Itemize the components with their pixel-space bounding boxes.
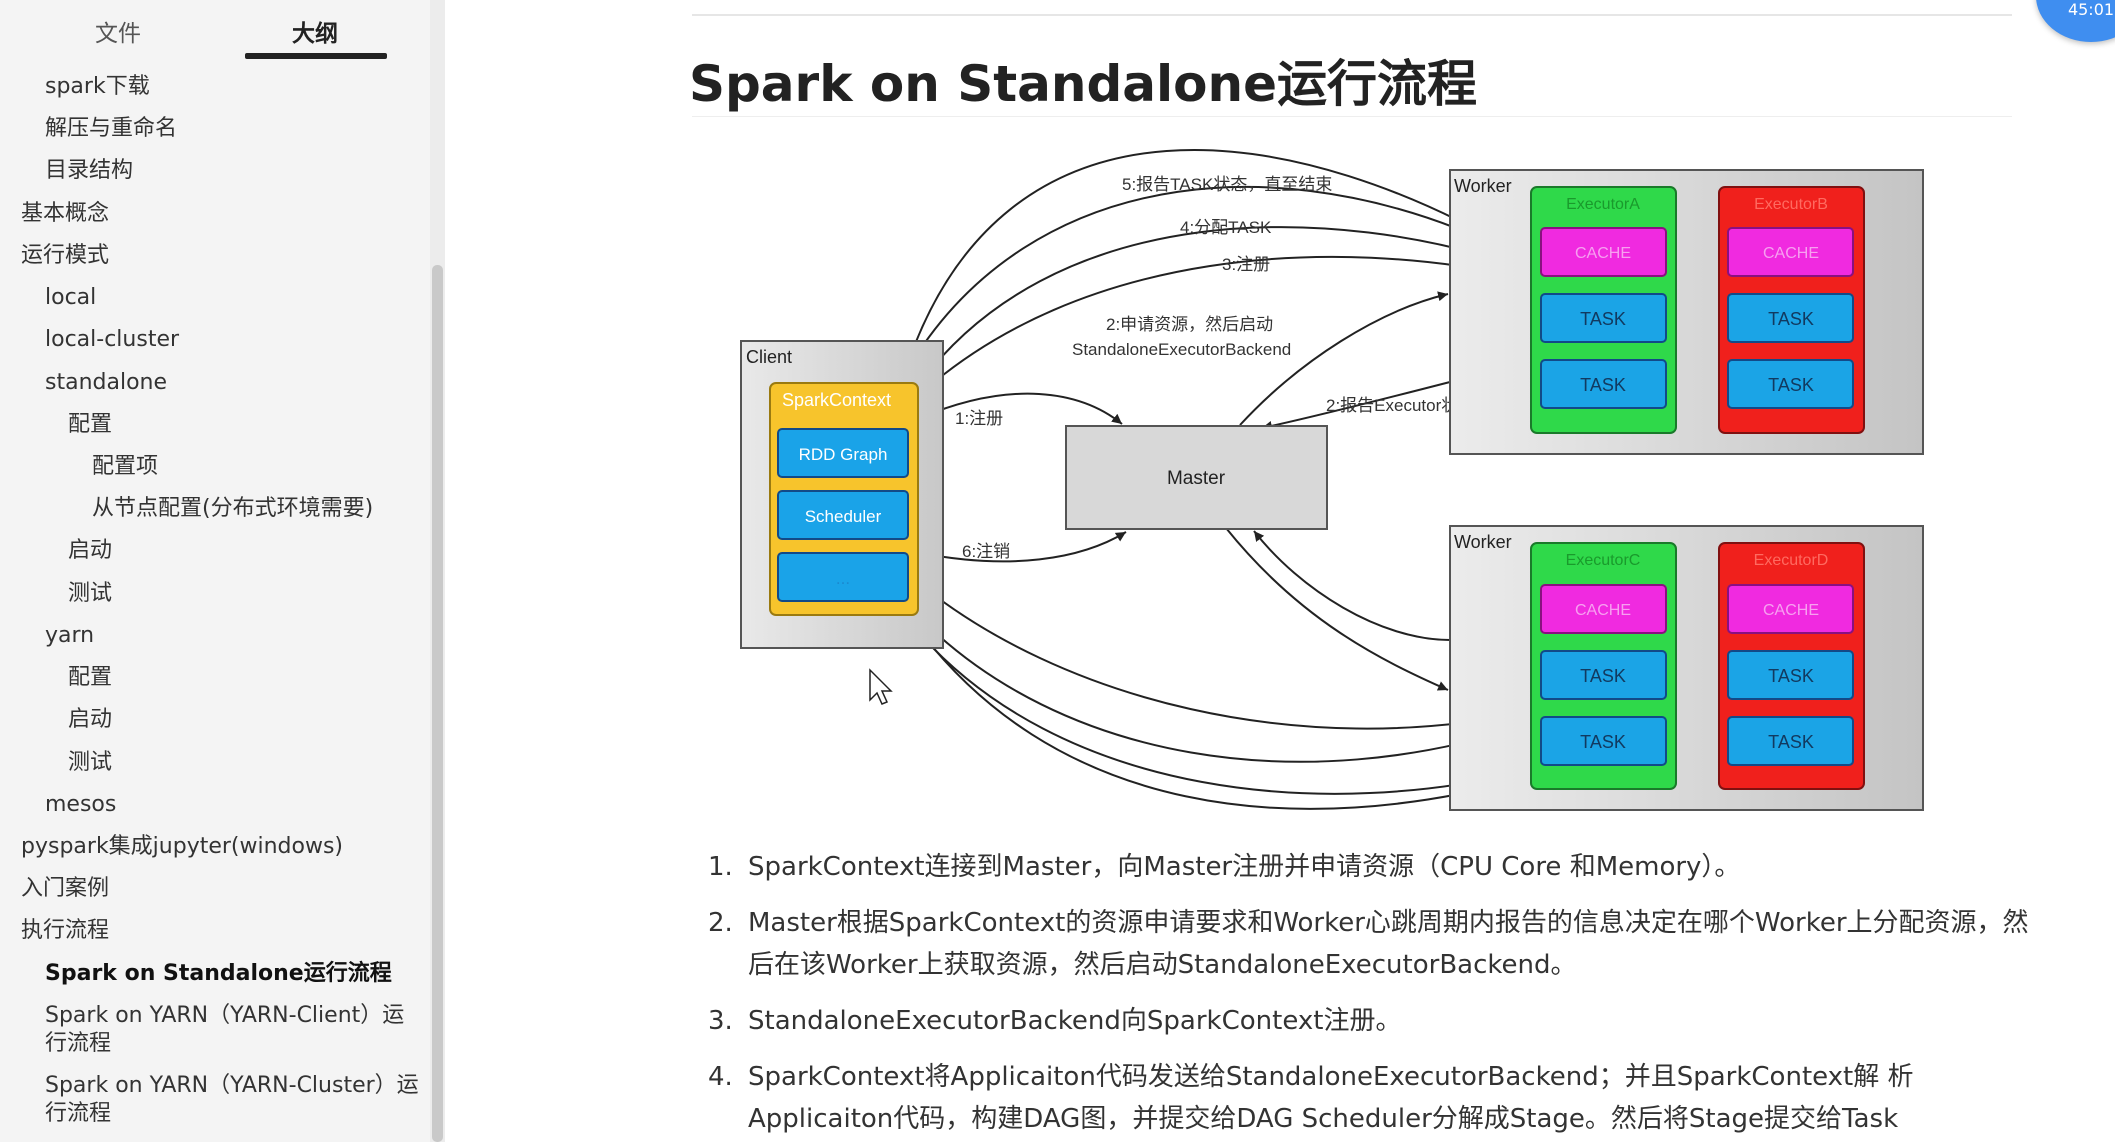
client-label: Client <box>746 347 792 367</box>
label-register-3: 3:注册 <box>1222 255 1270 274</box>
outline-item[interactable]: spark下载 <box>45 74 150 99</box>
outline-item[interactable]: 配置 <box>68 665 113 690</box>
task-label: TASK <box>1580 375 1626 395</box>
rdd-graph-label: RDD Graph <box>799 445 888 464</box>
mouse-cursor-icon <box>869 668 893 705</box>
task-label: TASK <box>1580 732 1626 752</box>
arrow-worker2-master <box>1253 530 1451 641</box>
task-label: TASK <box>1580 309 1626 329</box>
worker-label: Worker <box>1454 532 1512 552</box>
task-label: TASK <box>1768 309 1814 329</box>
outline-item[interactable]: 目录结构 <box>45 158 134 183</box>
executor-c-label: ExecutorC <box>1566 552 1641 569</box>
outline-item[interactable]: 解压与重命名 <box>45 116 178 141</box>
cache-label: CACHE <box>1763 245 1819 262</box>
label-register-1: 1:注册 <box>955 409 1003 428</box>
master-label: Master <box>1167 468 1226 489</box>
worker-label: Worker <box>1454 176 1512 196</box>
outline-item[interactable]: 启动 <box>68 707 113 732</box>
label-apply-1: 2:申请资源，然后启动 <box>1106 315 1273 334</box>
outline-item[interactable]: mesos <box>45 792 117 817</box>
outline-item[interactable]: 入门案例 <box>21 876 110 901</box>
arrow-report-task-back <box>905 185 1531 373</box>
title-divider <box>692 116 2012 117</box>
task-label: TASK <box>1768 375 1814 395</box>
sidebar: 文件 大纲 spark下载 解压与重命名 目录结构 基本概念 运行模式 loca… <box>0 0 445 1142</box>
scheduler-label: Scheduler <box>805 507 882 526</box>
arrow-assign-task <box>914 226 1531 391</box>
arrow-worker2-client-d <box>905 611 1529 810</box>
active-tab-indicator <box>245 53 387 59</box>
outline-item[interactable]: 运行模式 <box>21 243 110 268</box>
label-apply-2: StandaloneExecutorBackend <box>1072 340 1291 359</box>
outline-item[interactable]: Spark on YARN（YARN-Client）运行流程 <box>45 1003 405 1056</box>
outline-item[interactable]: 测试 <box>68 581 113 606</box>
arrow-apply-resource <box>1239 291 1449 426</box>
outline-item[interactable]: 配置项 <box>92 454 159 479</box>
outline-item[interactable]: 启动 <box>68 538 113 563</box>
cache-label: CACHE <box>1575 245 1631 262</box>
task-label: TASK <box>1768 666 1814 686</box>
cache-label: CACHE <box>1763 602 1819 619</box>
outline-item[interactable]: 测试 <box>68 750 113 775</box>
arrow-register-1 <box>919 392 1123 425</box>
outline-item[interactable]: 从节点配置(分布式环境需要) <box>92 496 374 521</box>
arrow-master-worker2 <box>1225 527 1449 691</box>
label-report-task: 5:报告TASK状态，直至结束 <box>1122 175 1332 194</box>
arrow-report-executor <box>1261 381 1451 431</box>
executor-a-label: ExecutorA <box>1566 196 1640 213</box>
sidebar-tabs: 文件 大纲 <box>0 0 430 66</box>
sparkcontext-label: SparkContext <box>782 390 891 410</box>
arrow-client-worker2-c <box>911 624 1531 795</box>
outline-item[interactable]: 配置 <box>68 412 113 437</box>
outline-item[interactable]: pyspark集成jupyter(windows) <box>21 834 344 859</box>
cache-label: CACHE <box>1575 602 1631 619</box>
outline-item[interactable]: 执行流程 <box>21 918 110 943</box>
executor-d-label: ExecutorD <box>1754 552 1829 569</box>
tab-outline[interactable]: 大纲 <box>292 21 338 47</box>
outline-item[interactable]: local <box>45 285 97 310</box>
master-box: Master <box>1065 425 1328 530</box>
worker-box-1: Worker ExecutorA CACHE TASK TASK Executo… <box>1449 169 1924 455</box>
outline-item[interactable]: standalone <box>45 370 168 395</box>
label-report-executor: 2:报告Executor状态 <box>1326 396 1475 415</box>
outline-item-active[interactable]: Spark on Standalone运行流程 <box>45 961 392 986</box>
label-assign-task: 4:分配TASK <box>1180 218 1272 237</box>
blank-label: ... <box>836 569 850 588</box>
divider <box>692 14 2012 16</box>
tab-files[interactable]: 文件 <box>95 21 141 47</box>
label-logout: 6:注销 <box>962 542 1010 561</box>
standalone-flow-diagram: 5:报告TASK状态，直至结束 4:分配TASK 3:注册 2:申请资源，然后启… <box>740 149 1924 811</box>
client-box: Client SparkContext RDD Graph Scheduler … <box>740 340 944 649</box>
arrow-report-task <box>902 149 1531 379</box>
page-title: Spark on Standalone运行流程 <box>689 55 1477 113</box>
worker-box-2: Worker ExecutorC CACHE TASK TASK Executo… <box>1449 525 1924 811</box>
arrow-client-worker2-a <box>914 579 1529 730</box>
arrow-worker2-client-b <box>917 615 1531 763</box>
task-label: TASK <box>1768 732 1814 752</box>
outline-item[interactable]: 基本概念 <box>21 201 110 226</box>
arrow-register-3 <box>917 255 1527 397</box>
task-label: TASK <box>1580 666 1626 686</box>
arrow-logout <box>919 531 1127 563</box>
outline-item[interactable]: Spark on YARN（YARN-Cluster）运行流程 <box>45 1073 419 1126</box>
outline-item[interactable]: yarn <box>45 623 95 648</box>
document-view: 45:01 Spark on Standalone运行流程 <box>446 0 2115 1142</box>
sidebar-scrollbar-thumb[interactable] <box>432 265 443 1142</box>
executor-b-label: ExecutorB <box>1754 196 1828 213</box>
outline-item[interactable]: local-cluster <box>45 327 180 352</box>
